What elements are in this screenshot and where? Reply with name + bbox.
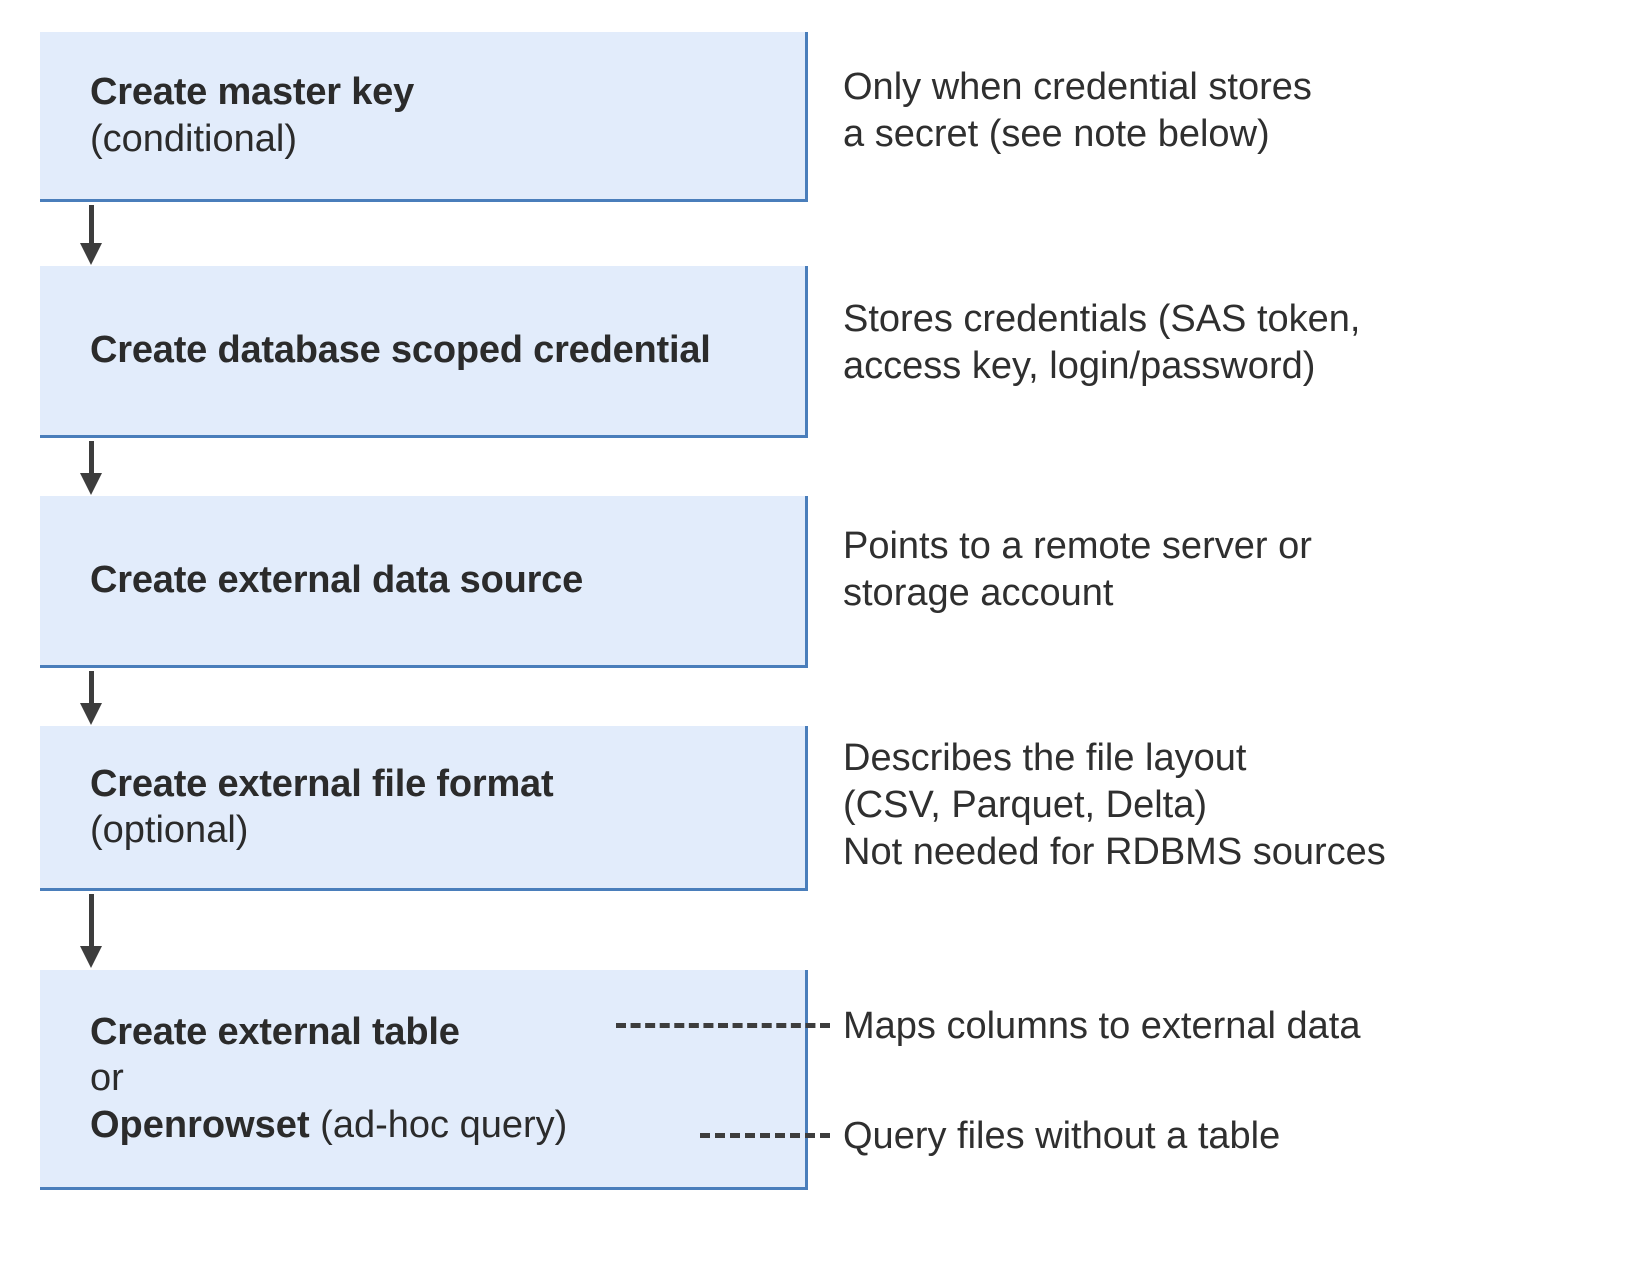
arrow-head — [80, 243, 102, 265]
arrow-head — [80, 473, 102, 495]
step-box-create-external-data-source[interactable]: Create external data source — [40, 496, 808, 668]
arrow-down-icon — [80, 205, 102, 265]
arrow-down-icon — [80, 441, 102, 495]
step-box-content: Create external data source — [40, 557, 805, 603]
arrow-shaft — [89, 671, 94, 703]
step-box-content: Create external file format (optional) — [40, 761, 805, 854]
dashed-connector-external-table — [616, 1023, 830, 1028]
step-connector-or: or — [90, 1057, 124, 1100]
step-box-content: Create external table or Openrowset (ad-… — [40, 1009, 805, 1148]
step-box-create-external-file-format[interactable]: Create external file format (optional) — [40, 726, 808, 891]
step-title-create-external-table: Create external table — [90, 1010, 460, 1053]
step-title: Create master key — [90, 71, 415, 114]
step-title-openrowset-line: Openrowset (ad-hoc query) — [90, 1102, 791, 1148]
step-box-create-master-key[interactable]: Create master key (conditional) — [40, 32, 808, 202]
arrow-shaft — [89, 894, 94, 946]
step-subtitle: (conditional) — [90, 117, 297, 160]
step-title-openrowset-suffix: (ad-hoc query) — [309, 1103, 568, 1146]
step-title: Create external data source — [90, 559, 584, 602]
step-box-create-external-table-or-openrowset[interactable]: Create external table or Openrowset (ad-… — [40, 970, 808, 1190]
step-box-create-database-scoped-credential[interactable]: Create database scoped credential — [40, 266, 808, 438]
arrow-head — [80, 946, 102, 968]
step-box-content: Create master key (conditional) — [40, 69, 805, 162]
arrow-shaft — [89, 441, 94, 473]
step-title: Create database scoped credential — [90, 329, 711, 372]
step-note-external-table: Maps columns to external data — [843, 1005, 1361, 1047]
step-title-openrowset: Openrowset — [90, 1103, 310, 1146]
step-note-create-external-file-format: Describes the file layout (CSV, Parquet,… — [843, 737, 1386, 874]
arrow-down-icon — [80, 671, 102, 725]
step-box-content: Create database scoped credential — [40, 327, 805, 373]
step-note-create-master-key: Only when credential stores a secret (se… — [843, 66, 1312, 156]
arrow-shaft — [89, 205, 94, 243]
step-title: Create external file format — [90, 762, 554, 805]
step-note-create-database-scoped-credential: Stores credentials (SAS token, access ke… — [843, 298, 1361, 388]
step-subtitle: (optional) — [90, 809, 249, 851]
dashed-connector-openrowset — [700, 1133, 830, 1138]
arrow-head — [80, 703, 102, 725]
step-note-openrowset: Query files without a table — [843, 1115, 1281, 1157]
arrow-down-icon — [80, 894, 102, 968]
step-note-create-external-data-source: Points to a remote server or storage acc… — [843, 525, 1312, 615]
